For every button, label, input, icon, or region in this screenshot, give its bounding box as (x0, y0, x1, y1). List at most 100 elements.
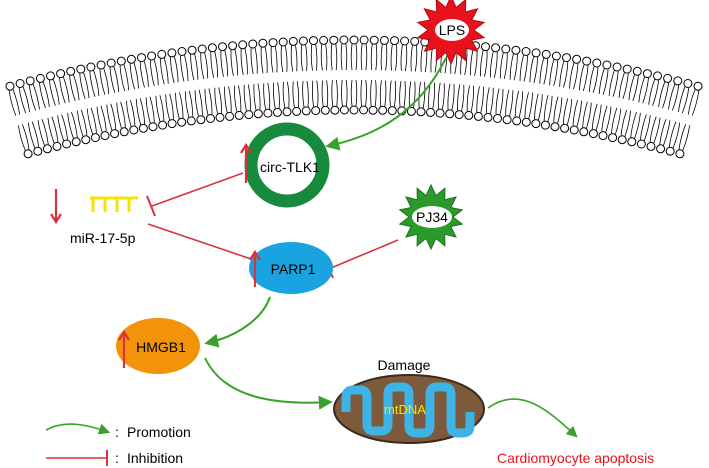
lipid-tail (360, 43, 363, 71)
lipid-head (521, 117, 531, 127)
lipid-head (137, 53, 146, 63)
lipid-tail (365, 80, 367, 107)
lipid-tail (628, 74, 635, 101)
lipid-tail (485, 87, 490, 114)
lipid-tail (384, 80, 387, 107)
lipid-tail (663, 120, 671, 146)
lipid-tail (605, 106, 612, 133)
lipid-tail (400, 44, 403, 71)
lipid-tail (149, 60, 155, 87)
lipid-tail (430, 46, 434, 73)
lipid-tail (18, 87, 27, 114)
lipid-tail (260, 47, 264, 74)
lipid-head (138, 123, 148, 133)
lipid-tail (618, 72, 625, 99)
lipid-head (96, 60, 106, 70)
lipid-tail (399, 80, 402, 107)
lipid-tail (592, 67, 599, 93)
lipid-tail (350, 79, 353, 107)
lipid-tail (325, 44, 328, 71)
lipid-tail (21, 124, 30, 150)
lipid-head (273, 107, 282, 117)
lipid-head (167, 48, 177, 58)
lipid-tail (370, 80, 372, 107)
lipid-tail (615, 108, 622, 135)
lipid-tail (668, 84, 676, 110)
lipid-tail (518, 91, 524, 118)
lipid-head (129, 125, 139, 135)
lipid-tail (113, 66, 120, 93)
lipid-tail (529, 56, 534, 83)
lipid-head (106, 58, 116, 68)
lipid-tail (52, 79, 60, 105)
lipid-tail (410, 45, 413, 72)
lps-label-bg (435, 19, 469, 41)
lipid-head (582, 56, 592, 66)
lipid-tail (476, 86, 480, 113)
lipid-head (622, 64, 632, 74)
lipid-tail (210, 51, 215, 78)
lipid-tail (230, 49, 234, 76)
lipid-tail (451, 83, 455, 110)
lipid-head (551, 51, 561, 61)
pj34-node: PJ34 (398, 183, 464, 251)
lipid-head (339, 35, 349, 45)
lipid-tail (28, 85, 36, 111)
lipid-head (66, 66, 76, 76)
lipid-tail (204, 52, 209, 79)
lipid-tail (12, 89, 21, 115)
damage-label: Damage (378, 357, 431, 373)
lipid-tail (155, 95, 161, 122)
lipid-tail (311, 80, 314, 107)
lipid-head (646, 141, 656, 151)
lipid-head (502, 115, 512, 125)
lipid-tail (678, 86, 686, 113)
legend-inhibition-separator: : (115, 450, 119, 466)
lipid-tail (180, 55, 185, 82)
lipid-tail (218, 87, 223, 114)
lipid-tail (90, 107, 97, 134)
lipid-head (110, 129, 120, 139)
lipid-tail (493, 51, 498, 78)
lipid-head (187, 45, 197, 55)
lipid-tail (648, 79, 656, 105)
lipid-tail (576, 100, 582, 127)
lipid-tail (503, 53, 508, 80)
lipid-tail (106, 104, 113, 131)
lipid-tail (264, 47, 268, 74)
lipid-tail (277, 82, 280, 109)
lipid-tail (73, 74, 80, 101)
arrow-mito-to-apoptosis (487, 398, 578, 438)
lipid-tail (562, 98, 569, 125)
lipid-tail (126, 100, 132, 127)
lipid-tail (234, 49, 238, 76)
lipid-head (177, 47, 187, 56)
lipid-tail (296, 81, 300, 108)
lipid-head (349, 105, 359, 115)
lipid-tail (374, 80, 377, 107)
circ-tlk1-ring-icon (244, 122, 330, 208)
lipid-head (445, 109, 455, 119)
lipid-tail (403, 80, 406, 108)
lipid-tail (602, 69, 609, 95)
lipid-head (560, 123, 570, 133)
lipid-head (673, 76, 683, 86)
lipid-tail (160, 58, 165, 85)
lipid-head (126, 54, 136, 64)
lipid-tail (345, 79, 348, 107)
lipid-tail (543, 58, 548, 85)
lipid-tail (672, 85, 680, 111)
lipid-tail (37, 120, 45, 146)
lipid-tail (174, 56, 179, 83)
arrow-parp1-to-hmgb1 (204, 296, 271, 348)
lipid-tail (408, 81, 412, 108)
lipid-head (483, 112, 493, 122)
lipid-head (206, 114, 215, 123)
lipid-tail (490, 87, 494, 114)
lipid-tail (682, 125, 690, 151)
lipid-tail (588, 66, 595, 93)
lipid-tail (553, 60, 559, 87)
lipid-tail (27, 122, 36, 148)
lipid-head (410, 36, 420, 46)
lipid-tail (420, 45, 423, 72)
